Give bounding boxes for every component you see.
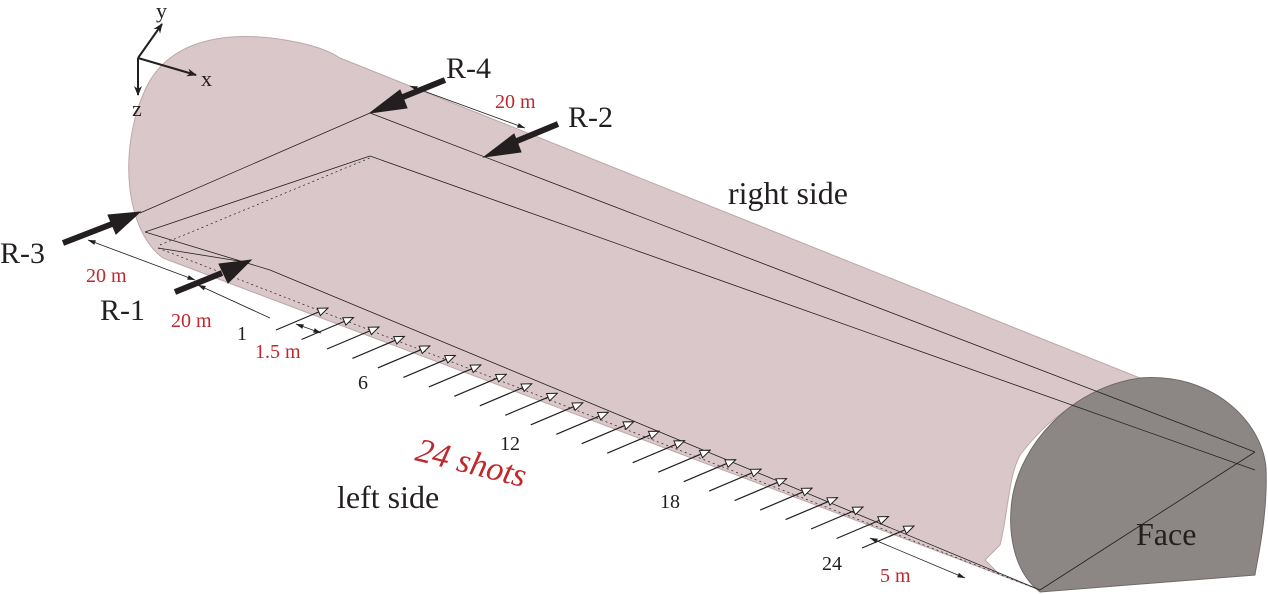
shot-arrow-9 [479, 383, 532, 407]
receiver-r4-label: R-4 [446, 52, 491, 85]
x-axis-line [137, 57, 197, 77]
shot-arrow-21 [785, 497, 838, 521]
shot-arrow-2 [301, 316, 354, 341]
shot-arrow-10 [505, 392, 557, 416]
dimension-r4-r2-label: 20 m [495, 91, 536, 113]
tunnel-dashed-lines [157, 156, 1041, 591]
tunnel-face [1010, 377, 1267, 593]
receiver-r1-label: R-1 [100, 294, 145, 327]
y-axis-label: y [156, 0, 167, 23]
shot-number-18: 18 [660, 491, 680, 513]
shot-arrow-24 [861, 525, 914, 549]
shot-number-6: 6 [358, 372, 368, 394]
receiver-r2-label: R-2 [568, 101, 613, 134]
shot-number-24: 24 [822, 553, 842, 575]
tunnel-body [128, 36, 1142, 591]
shot-arrow-17 [683, 459, 736, 483]
receiver-arrows [61, 77, 560, 295]
dimension-r1-shot1-line [197, 284, 271, 319]
right-side-label: right side [728, 175, 848, 211]
coordinate-axes [134, 23, 197, 96]
receiver-r1-arrow [173, 259, 253, 295]
dimension-spacing-line [295, 323, 322, 334]
shot-arrow-18 [708, 468, 761, 492]
shot-arrow-20 [759, 487, 812, 511]
shot-number-1: 1 [237, 323, 247, 345]
receiver-r2-arrow [482, 121, 560, 158]
dimension-spacing-label: 1.5 m [255, 341, 301, 363]
shot-arrow-4 [352, 335, 404, 359]
dimension-r1-shot1-label: 20 m [171, 310, 212, 332]
shot-arrow-22 [810, 506, 863, 530]
shot-arrow-3 [326, 326, 379, 350]
receiver-r3-arrow [61, 211, 142, 246]
shot-arrow-19 [734, 478, 787, 502]
dimension-r3-r1-label: 20 m [86, 265, 127, 287]
x-axis-label: x [201, 66, 212, 91]
dimension-r4-r2-line [409, 85, 526, 129]
shot-arrow-12 [556, 411, 608, 435]
shot-arrow-16 [657, 449, 710, 473]
shot-arrow-23 [836, 515, 889, 540]
dimension-lines [87, 85, 966, 579]
left-side-label: left side [337, 479, 439, 515]
dimension-face-line [869, 537, 966, 579]
face-label: Face [1136, 516, 1196, 552]
dimension-r3-r1-line [87, 239, 196, 281]
shot-arrow-1 [275, 307, 328, 331]
shot-arrow-8 [454, 373, 506, 397]
shot-arrow-13 [581, 421, 634, 445]
y-axis-line [137, 23, 163, 59]
shot-arrow-5 [377, 345, 430, 369]
shot-number-12: 12 [500, 433, 520, 455]
z-axis-label: z [132, 96, 142, 121]
shot-arrow-7 [428, 364, 481, 388]
dimension-face-label: 5 m [880, 565, 911, 587]
shot-arrow-6 [403, 354, 455, 378]
shot-arrow-11 [530, 402, 583, 426]
shot-arrows [275, 307, 914, 549]
shot-arrow-15 [632, 440, 685, 464]
tunnel-guide-lines [139, 112, 1256, 591]
shot-arrow-14 [606, 430, 659, 454]
receiver-r3-label: R-3 [0, 237, 45, 270]
